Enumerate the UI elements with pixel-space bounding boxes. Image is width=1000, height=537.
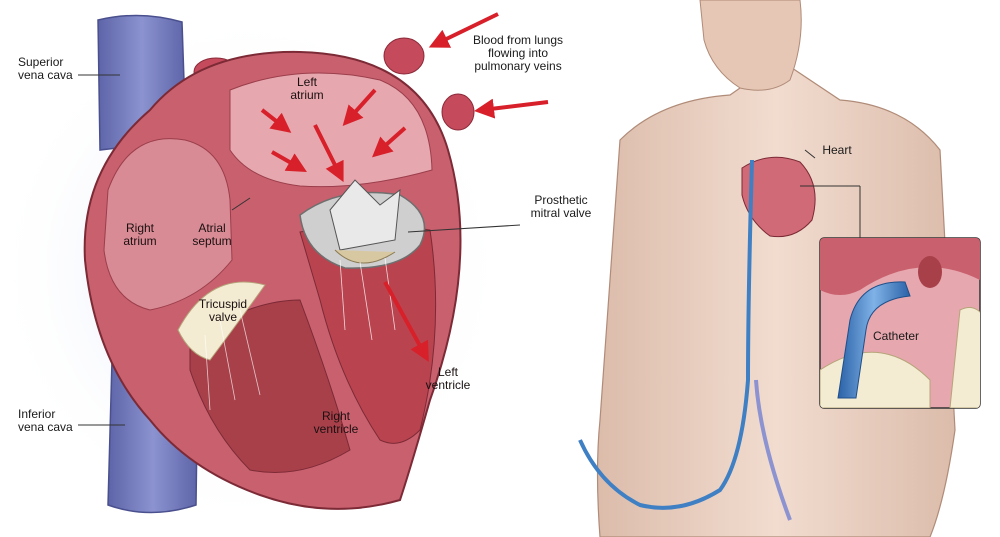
label-superior-vena-cava: Superior vena cava — [18, 55, 73, 82]
label-right-atrium: Right atrium — [123, 221, 157, 248]
label-inferior-vena-cava: Inferior vena cava — [18, 407, 73, 434]
torso-shape — [596, 59, 956, 537]
label-left-ventricle: Left ventricle — [425, 365, 471, 392]
label-catheter: Catheter — [872, 329, 920, 343]
blood-flow-arrows — [260, 12, 549, 363]
label-prosthetic-mitral-valve: Prosthetic mitral valve — [530, 193, 592, 220]
label-heart: Heart — [822, 143, 852, 157]
mini-heart-shape — [741, 156, 816, 238]
label-left-atrium: Left atrium — [290, 75, 324, 102]
patient-body — [578, 0, 956, 537]
head-shape — [699, 0, 802, 91]
catheter-inset — [819, 237, 981, 409]
label-atrial-septum: Atrial septum — [192, 221, 232, 248]
catheter-path — [578, 159, 754, 510]
right-ventricle-chamber — [189, 299, 351, 473]
prosthetic-mitral-valve-shape — [299, 179, 426, 341]
label-blood-from-lungs: Blood from lungs flowing into pulmonary … — [472, 33, 564, 73]
label-right-ventricle: Right ventricle — [313, 409, 359, 436]
right-atrium-chamber — [103, 138, 233, 311]
inset-catheter-shape — [837, 281, 911, 399]
tricuspid-valve-shape — [177, 281, 266, 361]
label-tricuspid-valve: Tricuspid valve — [198, 297, 248, 324]
